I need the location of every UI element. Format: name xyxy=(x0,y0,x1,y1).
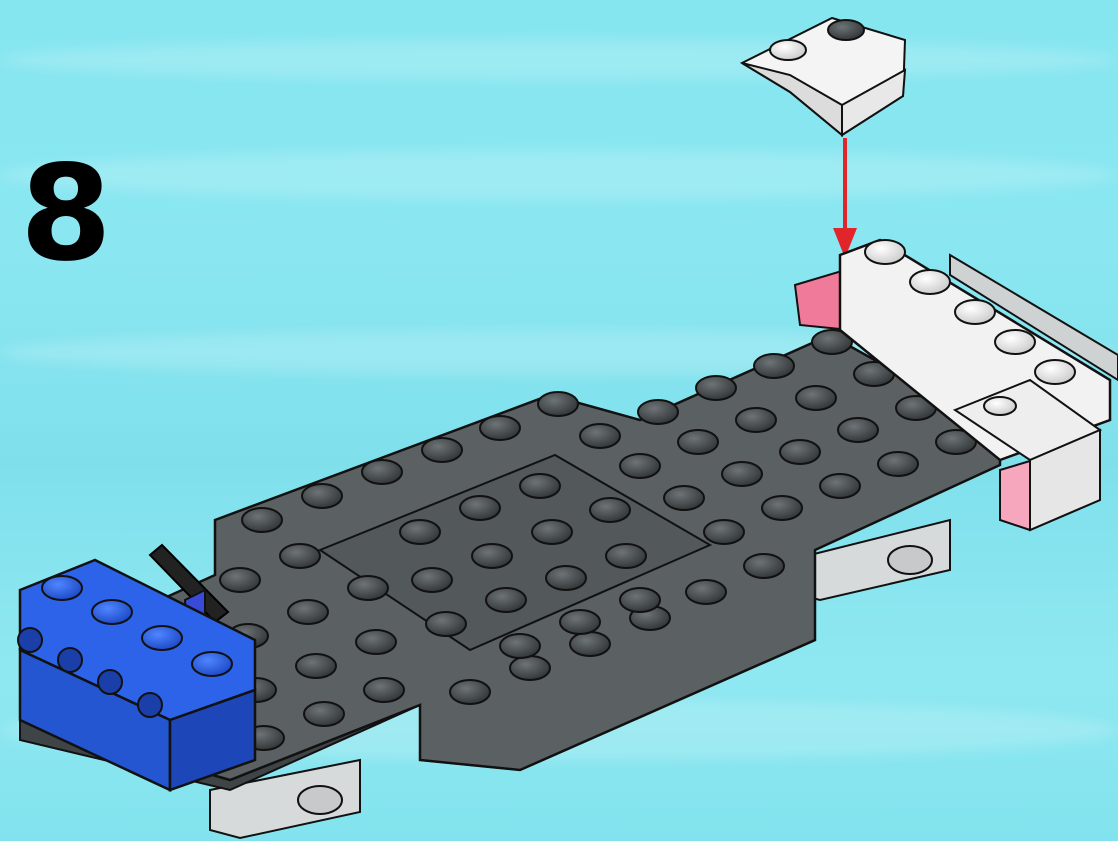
placement-arrow-icon xyxy=(833,138,857,258)
plate-studs xyxy=(219,329,977,751)
blue-brick xyxy=(17,558,257,792)
white-brick xyxy=(838,238,1118,532)
background-streak xyxy=(0,40,1118,80)
slope-brick-icon xyxy=(739,16,907,138)
background-streak xyxy=(0,150,1118,200)
step-number: 8 xyxy=(20,137,112,291)
car-chassis-icon xyxy=(17,238,1118,840)
